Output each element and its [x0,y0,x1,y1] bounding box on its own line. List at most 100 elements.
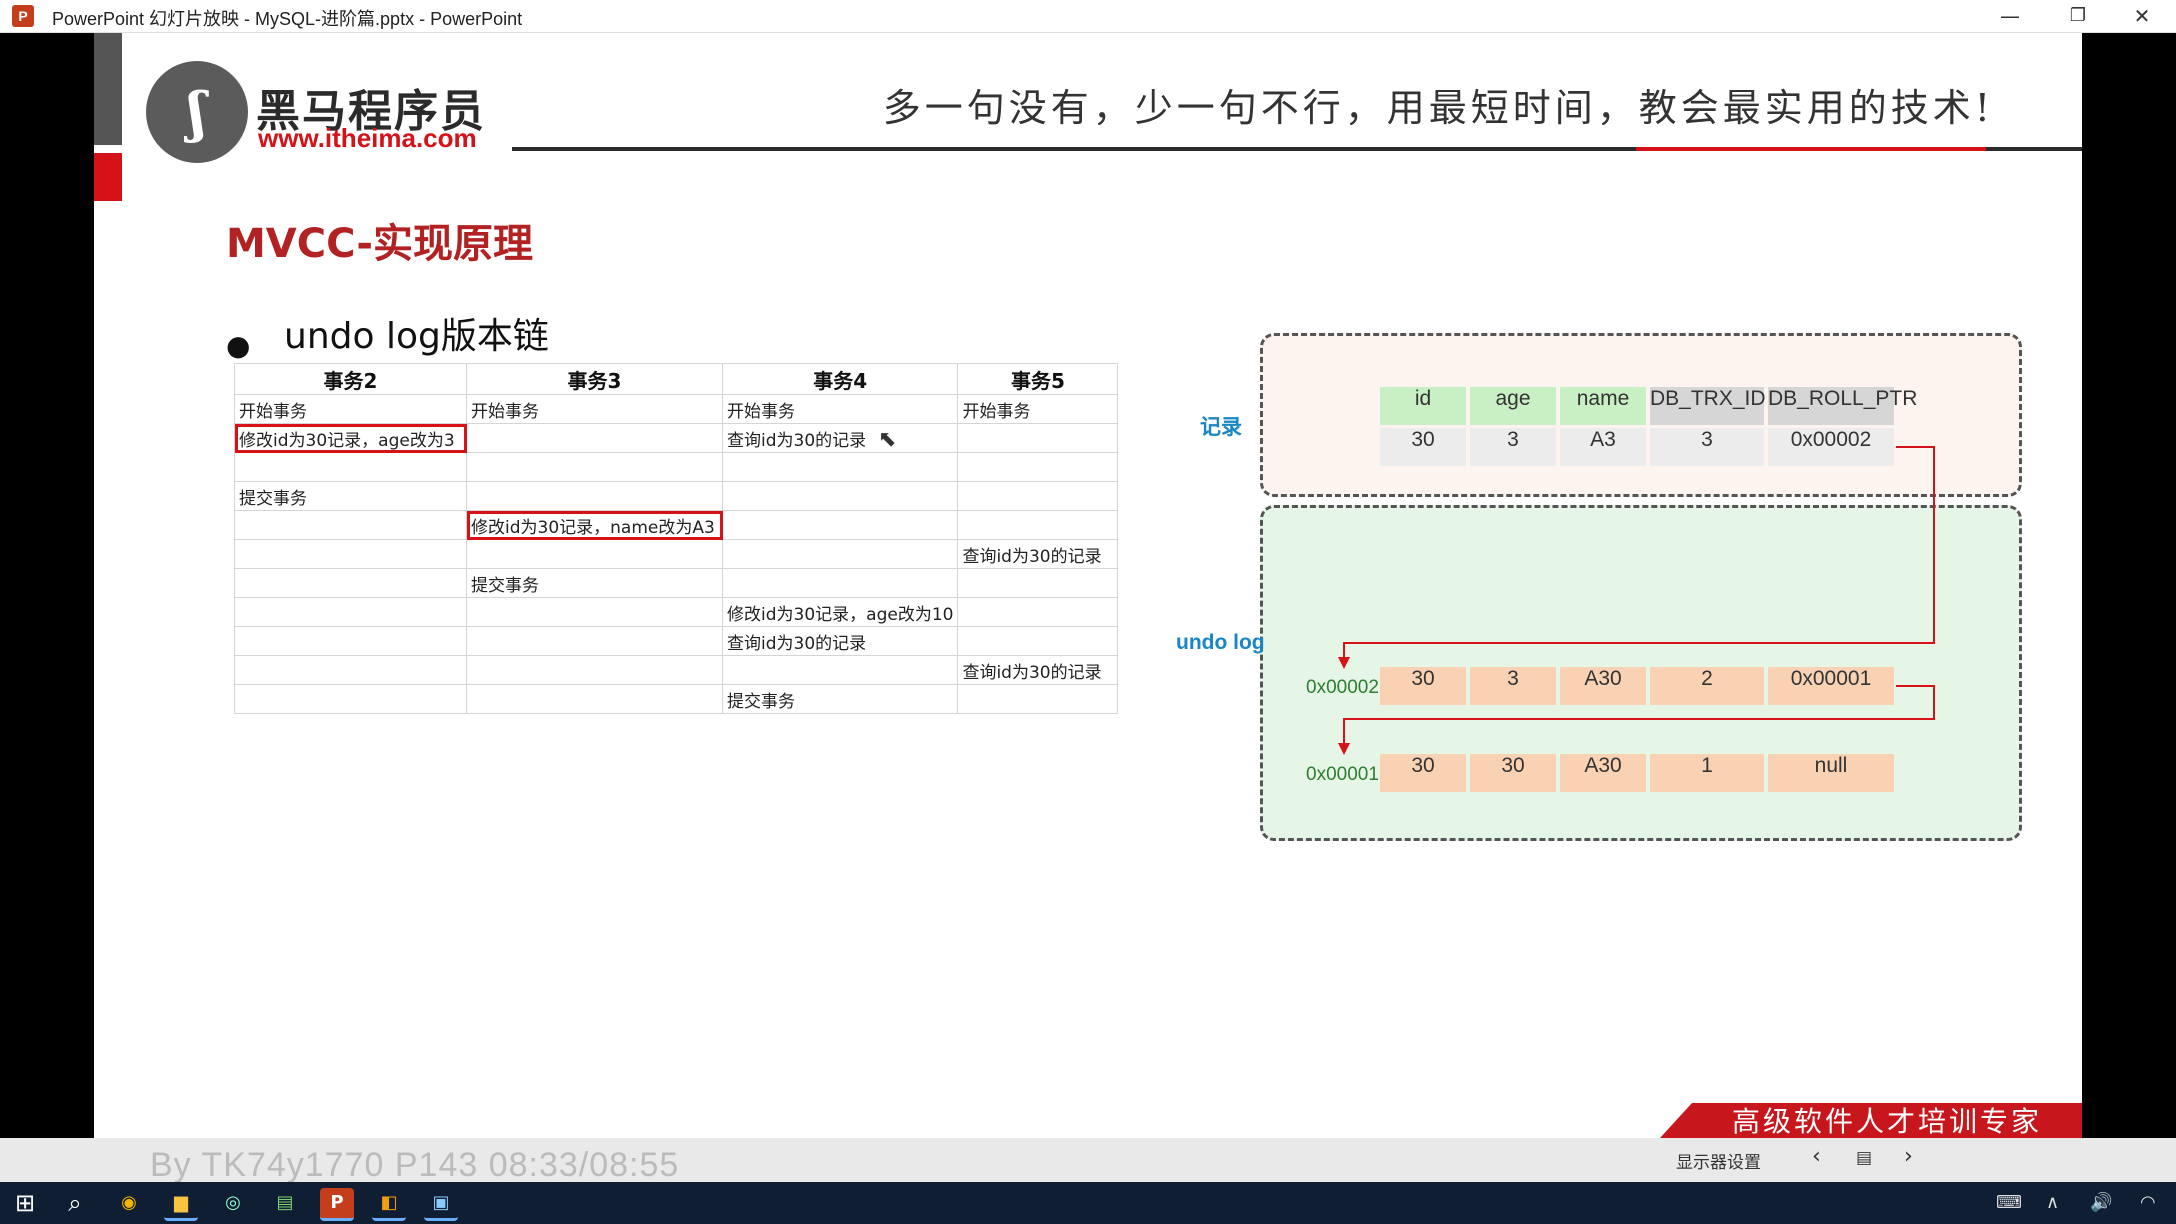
window-titlebar: P PowerPoint 幻灯片放映 - MySQL-进阶篇.pptx - Po… [0,0,2176,33]
table-cell [234,568,467,598]
display-settings-button[interactable]: 显示器设置 [1676,1153,1761,1173]
column-header-age: age [1470,387,1556,425]
powerpoint-app-icon: P [12,5,34,27]
app-icon[interactable]: ◧ [372,1188,406,1221]
table-cell: 提交事务 [234,481,467,511]
chrome-icon[interactable]: ◉ [121,1192,137,1213]
header-accent-red [94,153,122,201]
table-cell: 开始事务 [721,394,959,424]
table-cell: 提交事务 [721,684,959,714]
next-slide-button[interactable]: › [1904,1144,1913,1169]
column-header-name: name [1560,387,1646,425]
table-cell: 查询id为30的记录 [957,539,1119,569]
table-cell [721,510,959,540]
header-accent-dark [94,33,122,145]
table-cell: 开始事务 [466,394,723,424]
table-cell [234,597,467,627]
table-row: 提交事务 [234,684,1119,714]
bottom-banner: 高级软件人才培训专家 [1692,1103,2082,1138]
undo-cell: null [1768,754,1894,792]
table-row [234,452,1119,482]
record-label: 记录 [1200,416,1242,439]
record-cell-name: A3 [1560,428,1646,466]
logo-horse-icon: ʃ [146,61,248,163]
bullet-dot-icon: ● [226,329,251,362]
keyboard-icon[interactable]: ⌨ [1996,1192,2022,1213]
table-cell: 开始事务 [234,394,467,424]
table-cell [957,481,1119,511]
mouse-cursor-icon: ⬉ [878,427,897,452]
table-cell: 修改id为30记录，age改为10 [721,597,959,627]
powerpoint-taskbar-icon[interactable]: P [320,1188,354,1221]
table-cell [466,684,723,714]
video-watermark: By TK74y1770 P143 08:33/08:55 [150,1146,680,1184]
search-icon[interactable]: ⌕ [68,1189,82,1217]
record-cell-roll-ptr: 0x00002 [1768,428,1894,466]
chevron-up-icon[interactable]: ∧ [2046,1192,2060,1213]
window-title: PowerPoint 幻灯片放映 - MySQL-进阶篇.pptx - Powe… [52,9,523,29]
column-header-roll-ptr: DB_ROLL_PTR [1768,387,1917,425]
table-cell [466,597,723,627]
header-divider [512,147,2082,151]
wifi-icon[interactable]: ◠ [2140,1192,2156,1213]
undo-cell: 30 [1470,754,1556,792]
undo-log-label: undo log [1176,631,1265,654]
table-cell [957,423,1119,453]
table-cell [234,655,467,685]
undo-cell: A30 [1560,667,1646,705]
file-explorer-icon[interactable]: ▆ [164,1188,198,1221]
windows-taskbar: ⊞ ⌕ ◉ ▆ ◎ ▤ P ◧ ▣ ⌨ ∧ 🔊 ◠ [0,1182,2176,1224]
table-row: 修改id为30记录，age改为10 [234,597,1119,627]
notepad-icon[interactable]: ▤ [276,1192,294,1213]
volume-icon[interactable]: 🔊 [2090,1192,2113,1213]
table-cell [721,655,959,685]
table-cell-highlighted: 修改id为30记录，age改为3 [234,423,467,453]
slide-canvas[interactable]: ʃ 黑马程序员 www.itheima.com 多一句没有，少一句不行，用最短时… [94,33,2082,1138]
transaction-table: 事务2 事务3 事务4 事务5 开始事务 开始事务 开始事务 开始事务 修改id… [234,363,1119,714]
slide-title: MVCC-实现原理 [226,221,533,267]
app-icon[interactable]: ◎ [225,1192,241,1213]
table-cell [234,452,467,482]
table-cell: 查询id为30的记录 [721,423,959,453]
table-row: 修改id为30记录，name改为A3 [234,510,1119,540]
slide-menu-button[interactable]: ▤ [1856,1148,1873,1168]
minimize-button[interactable]: — [2000,4,2020,28]
prev-slide-button[interactable]: ‹ [1812,1144,1821,1169]
start-button-icon[interactable]: ⊞ [14,1189,36,1217]
record-cell-age: 3 [1470,428,1556,466]
table-cell [957,684,1119,714]
table-cell [721,452,959,482]
header-divider-accent [1636,147,1986,151]
table-row: 修改id为30记录，age改为3 查询id为30的记录 [234,423,1119,453]
slogan: 多一句没有，少一句不行，用最短时间，教会最实用的技术! [882,86,1994,130]
column-header-trx-id: DB_TRX_ID [1650,387,1766,425]
table-cell [466,481,723,511]
table-cell: 查询id为30的记录 [721,626,959,656]
undo-cell: 2 [1650,667,1764,705]
bullet-text: undo log版本链 [284,316,549,357]
remote-desktop-icon[interactable]: ▣ [424,1188,458,1221]
table-header-cell: 事务5 [957,363,1119,395]
close-button[interactable]: ✕ [2133,4,2151,28]
table-row: 提交事务 [234,481,1119,511]
table-cell [721,539,959,569]
logo-url: www.itheima.com [258,123,477,153]
record-cell-trx-id: 3 [1650,428,1764,466]
table-row: 查询id为30的记录 [234,655,1119,685]
restore-button[interactable]: ❐ [2069,5,2087,26]
table-header-row: 事务2 事务3 事务4 事务5 [234,363,1119,395]
table-cell [466,655,723,685]
table-cell [466,452,723,482]
slideshow-control-bar: 显示器设置 ‹ ▤ › [0,1138,2176,1182]
table-cell [957,510,1119,540]
table-cell-highlighted: 修改id为30记录，name改为A3 [466,510,723,540]
table-cell [721,481,959,511]
table-cell: 提交事务 [466,568,723,598]
undo-cell: 30 [1380,667,1466,705]
table-cell: 查询id为30的记录 [957,655,1119,685]
table-cell [957,597,1119,627]
table-row: 提交事务 [234,568,1119,598]
table-cell [957,452,1119,482]
undo-cell: 3 [1470,667,1556,705]
undo-cell: A30 [1560,754,1646,792]
